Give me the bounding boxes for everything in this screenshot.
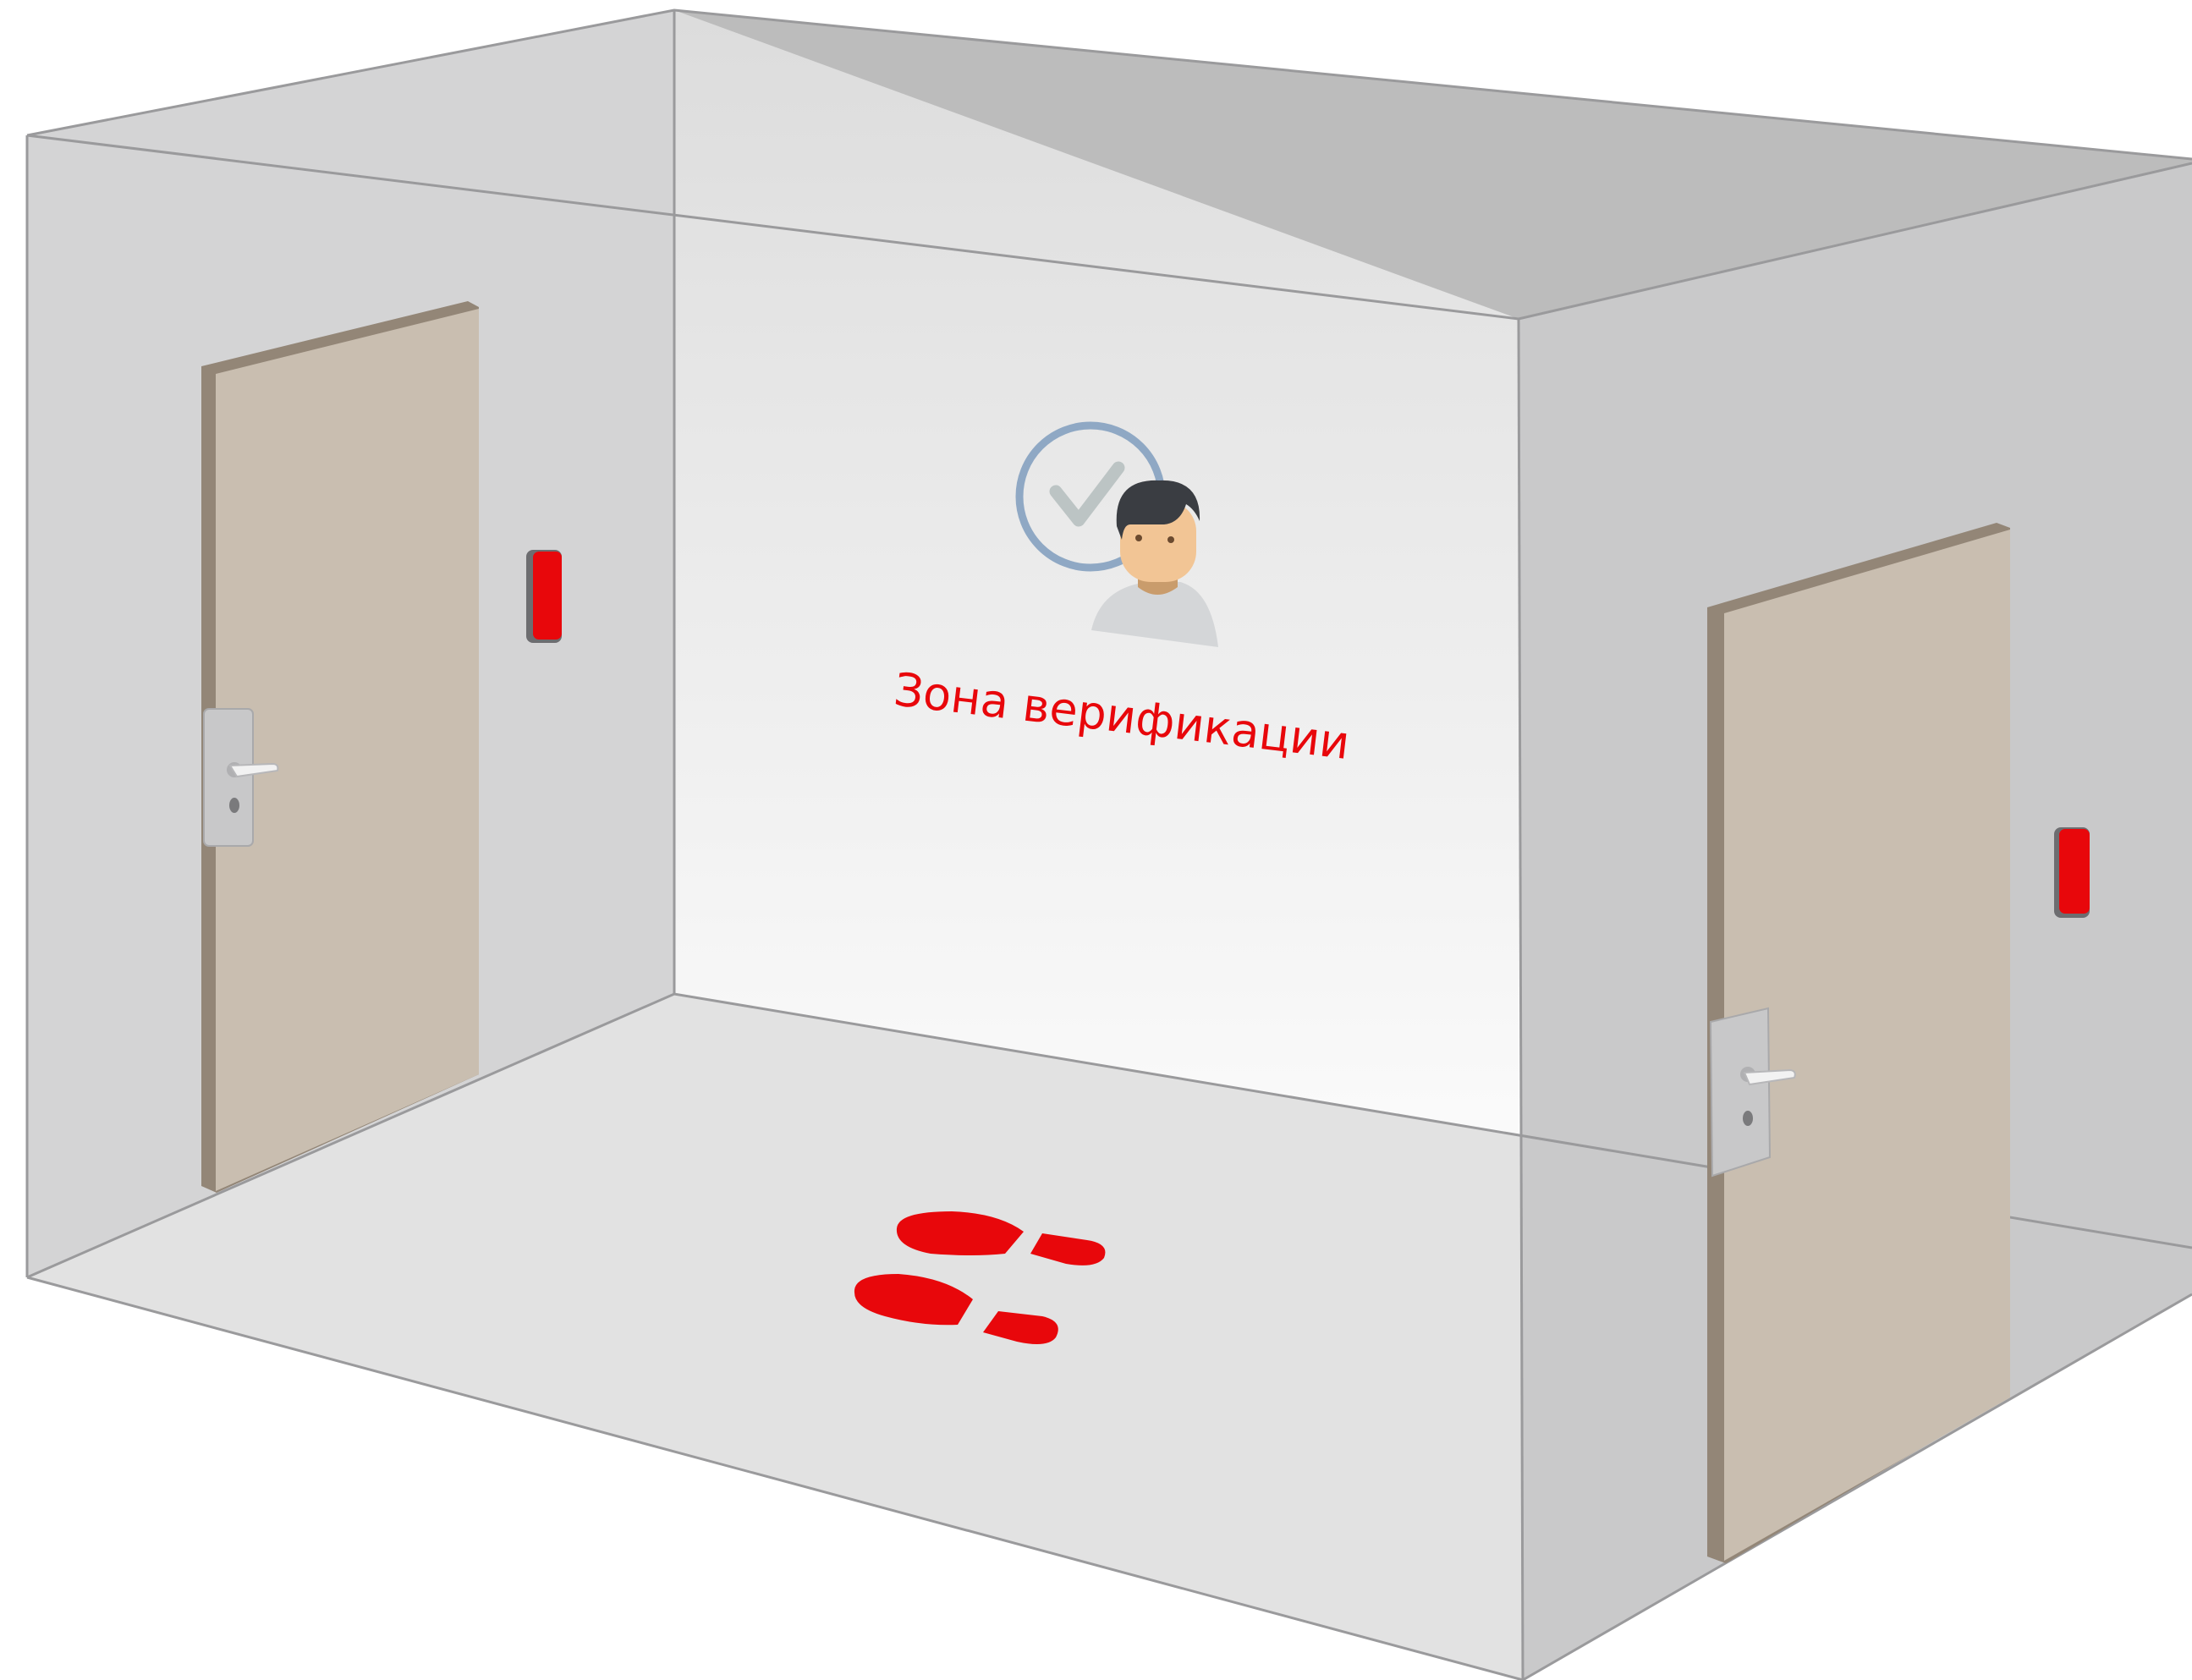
door-handle-icon bbox=[228, 762, 279, 778]
room bbox=[25, 8, 2192, 1680]
left-door bbox=[201, 301, 479, 1193]
footprint-upper-sole bbox=[896, 1211, 1024, 1255]
lock-plate bbox=[203, 708, 254, 847]
footprint-lower-heel bbox=[983, 1311, 1058, 1345]
door-handle-icon bbox=[1743, 1068, 1796, 1086]
face-verified-icon bbox=[1015, 421, 1218, 647]
keyhole-icon bbox=[1743, 1111, 1753, 1126]
hair bbox=[1116, 480, 1200, 540]
right-eye bbox=[1167, 536, 1174, 543]
footprint-upper-heel bbox=[1030, 1233, 1106, 1265]
left-door-lock bbox=[203, 708, 279, 847]
room-edges bbox=[25, 8, 2192, 1680]
right-door-panel bbox=[1724, 530, 2010, 1561]
check-icon bbox=[1049, 461, 1125, 527]
right-door bbox=[1707, 523, 2010, 1563]
left-door-panel bbox=[216, 309, 479, 1191]
card-reader-icon bbox=[2054, 827, 2090, 918]
left-eye bbox=[1135, 535, 1142, 541]
keyhole-icon bbox=[229, 798, 239, 813]
back-wall bbox=[674, 10, 1519, 1156]
lock-plate bbox=[1709, 1007, 1772, 1178]
footprint-lower-sole bbox=[854, 1274, 973, 1326]
right-door-lock bbox=[1709, 1007, 1796, 1178]
footprints-icon bbox=[854, 1211, 1106, 1345]
shirt bbox=[1091, 582, 1218, 647]
card-reader-icon bbox=[526, 550, 562, 643]
